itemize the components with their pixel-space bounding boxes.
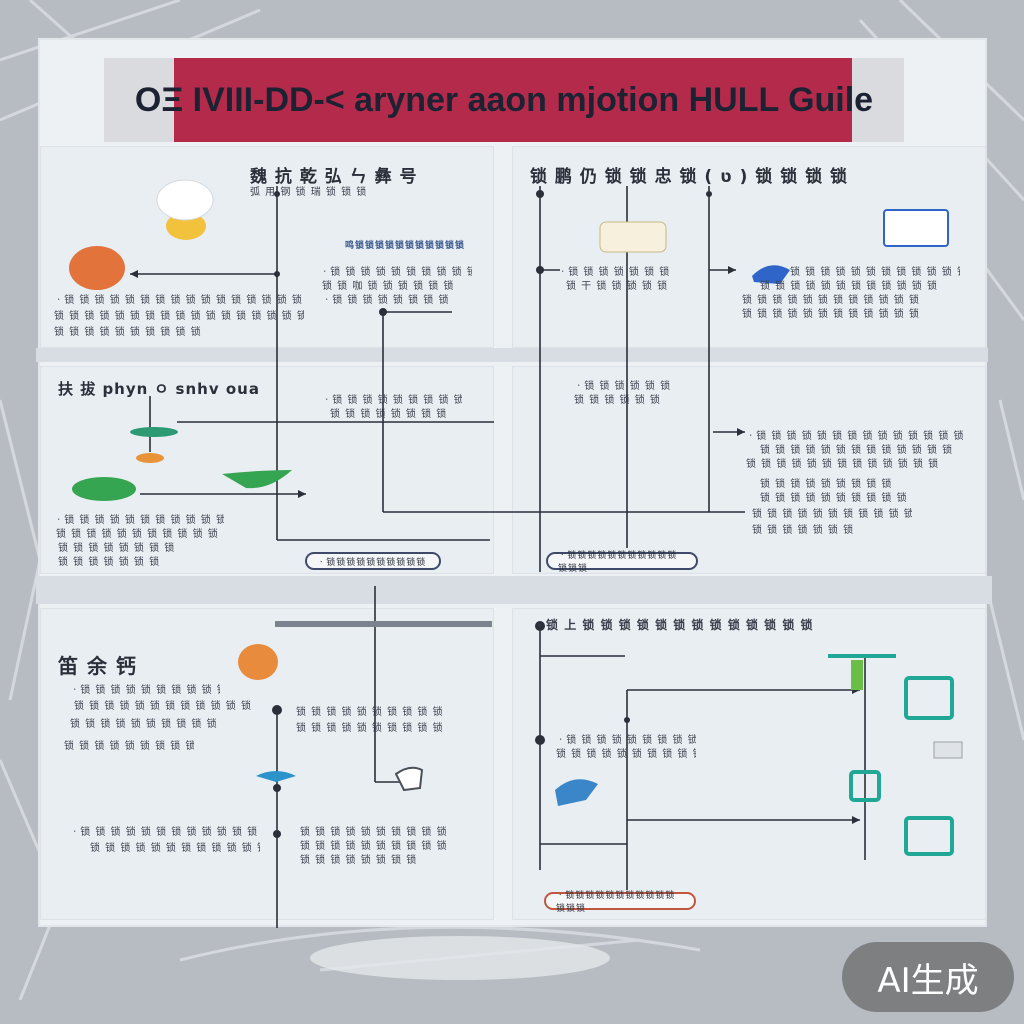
panel-mid-right-body-right-2: 锁 锁 锁 锁 锁 锁 锁 锁 锁 锁 锁 锁 锁 <box>760 445 954 456</box>
panel-mid-left-body-left-3: 锁 锁 锁 锁 锁 锁 锁 锁 <box>58 543 176 554</box>
panel-bottom-right <box>512 608 986 920</box>
panel-mid-left-body-center-2: 锁 锁 锁 锁 锁 锁 锁 锁 <box>330 409 448 420</box>
panel-bottom-left-body-bottom-mid-3: 锁 锁 锁 锁 锁 锁 锁 锁 <box>300 855 418 866</box>
panel-mid-right-body-right-5: 锁 锁 锁 锁 锁 锁 锁 锁 锁 锁 <box>760 493 908 504</box>
panel-bottom-left <box>40 608 494 920</box>
panel-mid-right-body-mid-2: 锁 锁 锁 锁 锁 锁 <box>574 395 661 406</box>
panel-bottom-left-heading: 笛 余 钙 <box>58 654 137 678</box>
panel-top-left-body-right-2: 锁 锁 咖 锁 锁 锁 锁 锁 锁 <box>322 281 455 292</box>
panel-mid-right-body-mid-1: ㆍ锁 锁 锁 锁 锁 锁 <box>574 381 672 392</box>
panel-bottom-right-pill: ㆍ锁锁锁锁锁锁锁锁锁锁锁锁锁锁 <box>544 891 696 914</box>
panel-top-right-body-right-2: 锁 锁 锁 锁 锁 锁 锁 锁 锁 锁 锁 锁 <box>760 281 938 292</box>
panel-mid-right-body-right-6: 锁 锁 锁 锁 锁 锁 锁 锁 锁 锁 锁 <box>752 509 912 520</box>
panel-bottom-left-body-top-1: ㆍ锁 锁 锁 锁 锁 锁 锁 锁 锁 锁 锁 <box>70 685 220 696</box>
panel-mid-left-body-left-4: 锁 锁 锁 锁 锁 锁 锁 <box>58 557 161 568</box>
title-banner <box>104 58 904 142</box>
panel-top-right-body-mid-2: 锁 干 锁 锁 锁 锁 锁 <box>566 281 669 292</box>
panel-top-left-body-left-3: 锁 锁 锁 锁 锁 锁 锁 锁 锁 锁 <box>54 327 202 338</box>
panel-bottom-left-body-bottom-left-2: 锁 锁 锁 锁 锁 锁 锁 锁 锁 锁 锁 锁 <box>90 843 260 854</box>
panel-mid-left-body-left-1: ㆍ锁 锁 锁 锁 锁 锁 锁 锁 锁 锁 锁 <box>54 515 224 526</box>
panel-top-left-body-left-2: 锁 锁 锁 锁 锁 锁 锁 锁 锁 锁 锁 锁 锁 锁 锁 锁 锁 锁 <box>54 311 304 322</box>
panel-top-left-body-right-3: ㆍ锁 锁 锁 锁 锁 锁 锁 锁 <box>322 295 450 306</box>
panel-top-left-body-left-1: ㆍ锁 锁 锁 锁 锁 锁 锁 锁 锁 锁 锁 锁 锁 锁 锁 锁 锁 锁 <box>54 295 304 306</box>
panel-top-left <box>40 146 494 348</box>
panel-top-right-body-right-1: 锁 锁 锁 锁 锁 锁 锁 锁 锁 锁 锁 锁 <box>790 267 960 278</box>
panel-mid-right-body-right-7: 锁 锁 锁 锁 锁 锁 锁 <box>752 525 855 536</box>
panel-mid-left-heading: 扶 拔 phyn ㅇ snhv ouauli <box>58 380 258 398</box>
panel-top-left-label: 鸣锁锁锁锁锁锁锁锁锁锁锁 <box>345 241 466 251</box>
panel-bottom-left-body-bottom-mid-2: 锁 锁 锁 锁 锁 锁 锁 锁 锁 锁 <box>300 841 448 852</box>
panel-mid-right-body-right-3: 锁 锁 锁 锁 锁 锁 锁 锁 锁 锁 锁 锁 锁 <box>746 459 940 470</box>
panel-top-right-body-right-3: 锁 锁 锁 锁 锁 锁 锁 锁 锁 锁 锁 锁 <box>742 295 920 306</box>
panel-bottom-left-body-mid-2: 锁 锁 锁 锁 锁 锁 锁 锁 锁 锁 <box>296 723 444 734</box>
panel-top-right-body-right-4: 锁 锁 锁 锁 锁 锁 锁 锁 锁 锁 锁 锁 <box>742 309 920 320</box>
panel-mid-left-pill: ㆍ锁锁锁锁锁锁锁锁锁锁 <box>305 552 441 570</box>
panel-top-right-body-mid-1: ㆍ锁 锁 锁 锁 锁 锁 锁 <box>558 267 671 278</box>
panel-bottom-left-body-bottom-mid-1: 锁 锁 锁 锁 锁 锁 锁 锁 锁 锁 <box>300 827 448 838</box>
ai-generated-badge: AI生成 <box>842 942 1014 1012</box>
panel-top-left-body-right-1: ㆍ锁 锁 锁 锁 锁 锁 锁 锁 锁 锁 <box>320 267 472 278</box>
panel-mid-right-body-right-4: 锁 锁 锁 锁 锁 锁 锁 锁 锁 <box>760 479 893 490</box>
panel-bottom-left-body-mid-1: 锁 锁 锁 锁 锁 锁 锁 锁 锁 锁 <box>296 707 444 718</box>
panel-top-right-heading: 锁 鹏 仍 锁 锁 忠 锁 ( ט ) 锁 锁 锁 锁 表 春 <box>530 167 850 187</box>
panel-top-left-subheading: 弧 用 钢 锁 瑞 锁 锁 锁 <box>250 187 368 198</box>
row-divider-2 <box>36 576 992 604</box>
panel-mid-right-body-right-1: ㆍ锁 锁 锁 锁 锁 锁 锁 锁 锁 锁 锁 锁 锁 锁 <box>746 431 965 442</box>
panel-mid-left-body-left-2: 锁 锁 锁 锁 锁 锁 锁 锁 锁 锁 锁 <box>56 529 219 540</box>
row-divider-1 <box>36 348 988 362</box>
panel-bottom-right-heading: ㆍ锁 上 锁 锁 锁 锁 锁 锁 锁 锁 锁 锁 锁 锁 锁 锁 锁 锁 锁 锁 <box>534 618 814 632</box>
panel-bottom-right-body-mid-2: 锁 锁 锁 锁 锁 锁 锁 锁 锁 锁 锁 <box>556 749 696 760</box>
panel-bottom-right-body-mid-1: ㆍ锁 锁 锁 锁 锁 锁 锁 锁 锁 锁 锁 <box>556 735 696 746</box>
panel-bottom-left-body-top-2: 锁 锁 锁 锁 锁 锁 锁 锁 锁 锁 锁 锁 锁 锁 <box>74 701 254 712</box>
panel-mid-right <box>512 366 986 574</box>
banner-title: OΞ IVIII-DD-< aryner aaon mjotion HULL G… <box>134 80 874 119</box>
panel-bottom-left-body-top-3: 锁 锁 锁 锁 锁 锁 锁 锁 锁 锁 锁 锁 锁 <box>70 719 220 730</box>
panel-top-left-heading: 魏 抗 乾 弘 ㄣ 彝 号 <box>250 167 418 187</box>
panel-bottom-left-body-bottom-left-1: ㆍ锁 锁 锁 锁 锁 锁 锁 锁 锁 锁 锁 锁 锁 <box>70 827 260 838</box>
panel-mid-right-pill: ㆍ锁锁锁锁锁锁锁锁锁锁锁锁锁锁 <box>546 551 698 574</box>
panel-bottom-left-body-top-4: 锁 锁 锁 锁 锁 锁 锁 锁 锁 锁 锁 锁 锁 锁 <box>64 741 194 752</box>
panel-mid-left-body-center-1: ㆍ锁 锁 锁 锁 锁 锁 锁 锁 锁 ム <box>322 395 462 406</box>
